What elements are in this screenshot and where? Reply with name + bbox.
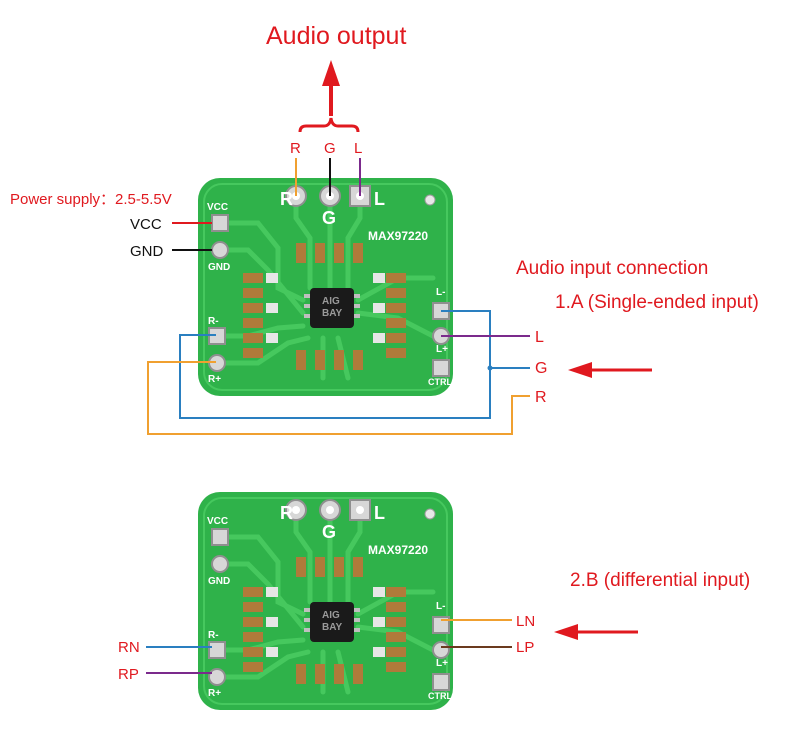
silk-lplus-top: L+ — [436, 344, 448, 355]
mode-b-pin-ln: LN — [516, 613, 535, 630]
chip-text-2-bottom: BAY — [322, 622, 343, 633]
silk-vcc-top: VCC — [207, 202, 228, 213]
silk-rplus-bottom: R+ — [208, 688, 221, 699]
silk-ctrl-top: CTRL — [428, 377, 452, 387]
mode-b-pin-lp: LP — [516, 639, 534, 656]
mode-a-pin-r: R — [535, 389, 547, 406]
output-arrow-head — [322, 60, 340, 86]
output-brace — [298, 117, 360, 133]
output-pin-g: G — [324, 140, 336, 157]
silk-rplus-top: R+ — [208, 374, 221, 385]
silk-l-top: L — [374, 189, 385, 209]
wire-g-junction — [487, 365, 493, 371]
silk-gnd-top: GND — [208, 262, 230, 273]
silk-rminus-top: R- — [208, 316, 219, 327]
silk-r-top: R — [280, 189, 293, 209]
silk-model-top: MAX97220 — [368, 229, 428, 243]
silk-r-bottom: R — [280, 503, 293, 523]
gnd-label: GND — [130, 243, 164, 260]
audio-output-title: Audio output — [266, 22, 406, 50]
silk-g-top: G — [322, 208, 336, 228]
mode-b-pin-rp: RP — [118, 666, 139, 683]
vcc-label: VCC — [130, 216, 162, 233]
chip-text-1-top: AIG — [322, 296, 340, 307]
wire-r-orange — [147, 361, 530, 435]
pcb-board-bottom — [197, 491, 454, 711]
mode-b-label: 2.B (differential input) — [570, 570, 750, 591]
mode-a-label: 1.A (Single-ended input) — [555, 292, 759, 313]
power-supply-label: Power supply：2.5-5.5V — [10, 191, 172, 208]
silk-model-bottom: MAX97220 — [368, 543, 428, 557]
silk-l-bottom: L — [374, 503, 385, 523]
silk-ctrl-bottom: CTRL — [428, 691, 452, 701]
mode-b-pin-rn: RN — [118, 639, 140, 656]
silk-gnd-bottom: GND — [208, 576, 230, 587]
input-a-arrow-head — [568, 362, 592, 378]
chip-text-2-top: BAY — [322, 308, 343, 319]
silk-lminus-bottom: L- — [436, 601, 445, 612]
silk-lminus-top: L- — [436, 287, 445, 298]
input-b-arrow-head — [554, 624, 578, 640]
output-pin-r: R — [290, 140, 301, 157]
silk-lplus-bottom: L+ — [436, 658, 448, 669]
wire-g-blue — [179, 310, 491, 419]
chip-text-1-bottom: AIG — [322, 610, 340, 621]
output-pin-l: L — [354, 140, 362, 157]
input-section-title: Audio input connection — [516, 258, 708, 279]
silk-vcc-bottom: VCC — [207, 516, 228, 527]
mode-a-pin-g: G — [535, 360, 547, 377]
silk-rminus-bottom: R- — [208, 630, 219, 641]
mode-a-pin-l: L — [535, 329, 544, 346]
silk-g-bottom: G — [322, 522, 336, 542]
